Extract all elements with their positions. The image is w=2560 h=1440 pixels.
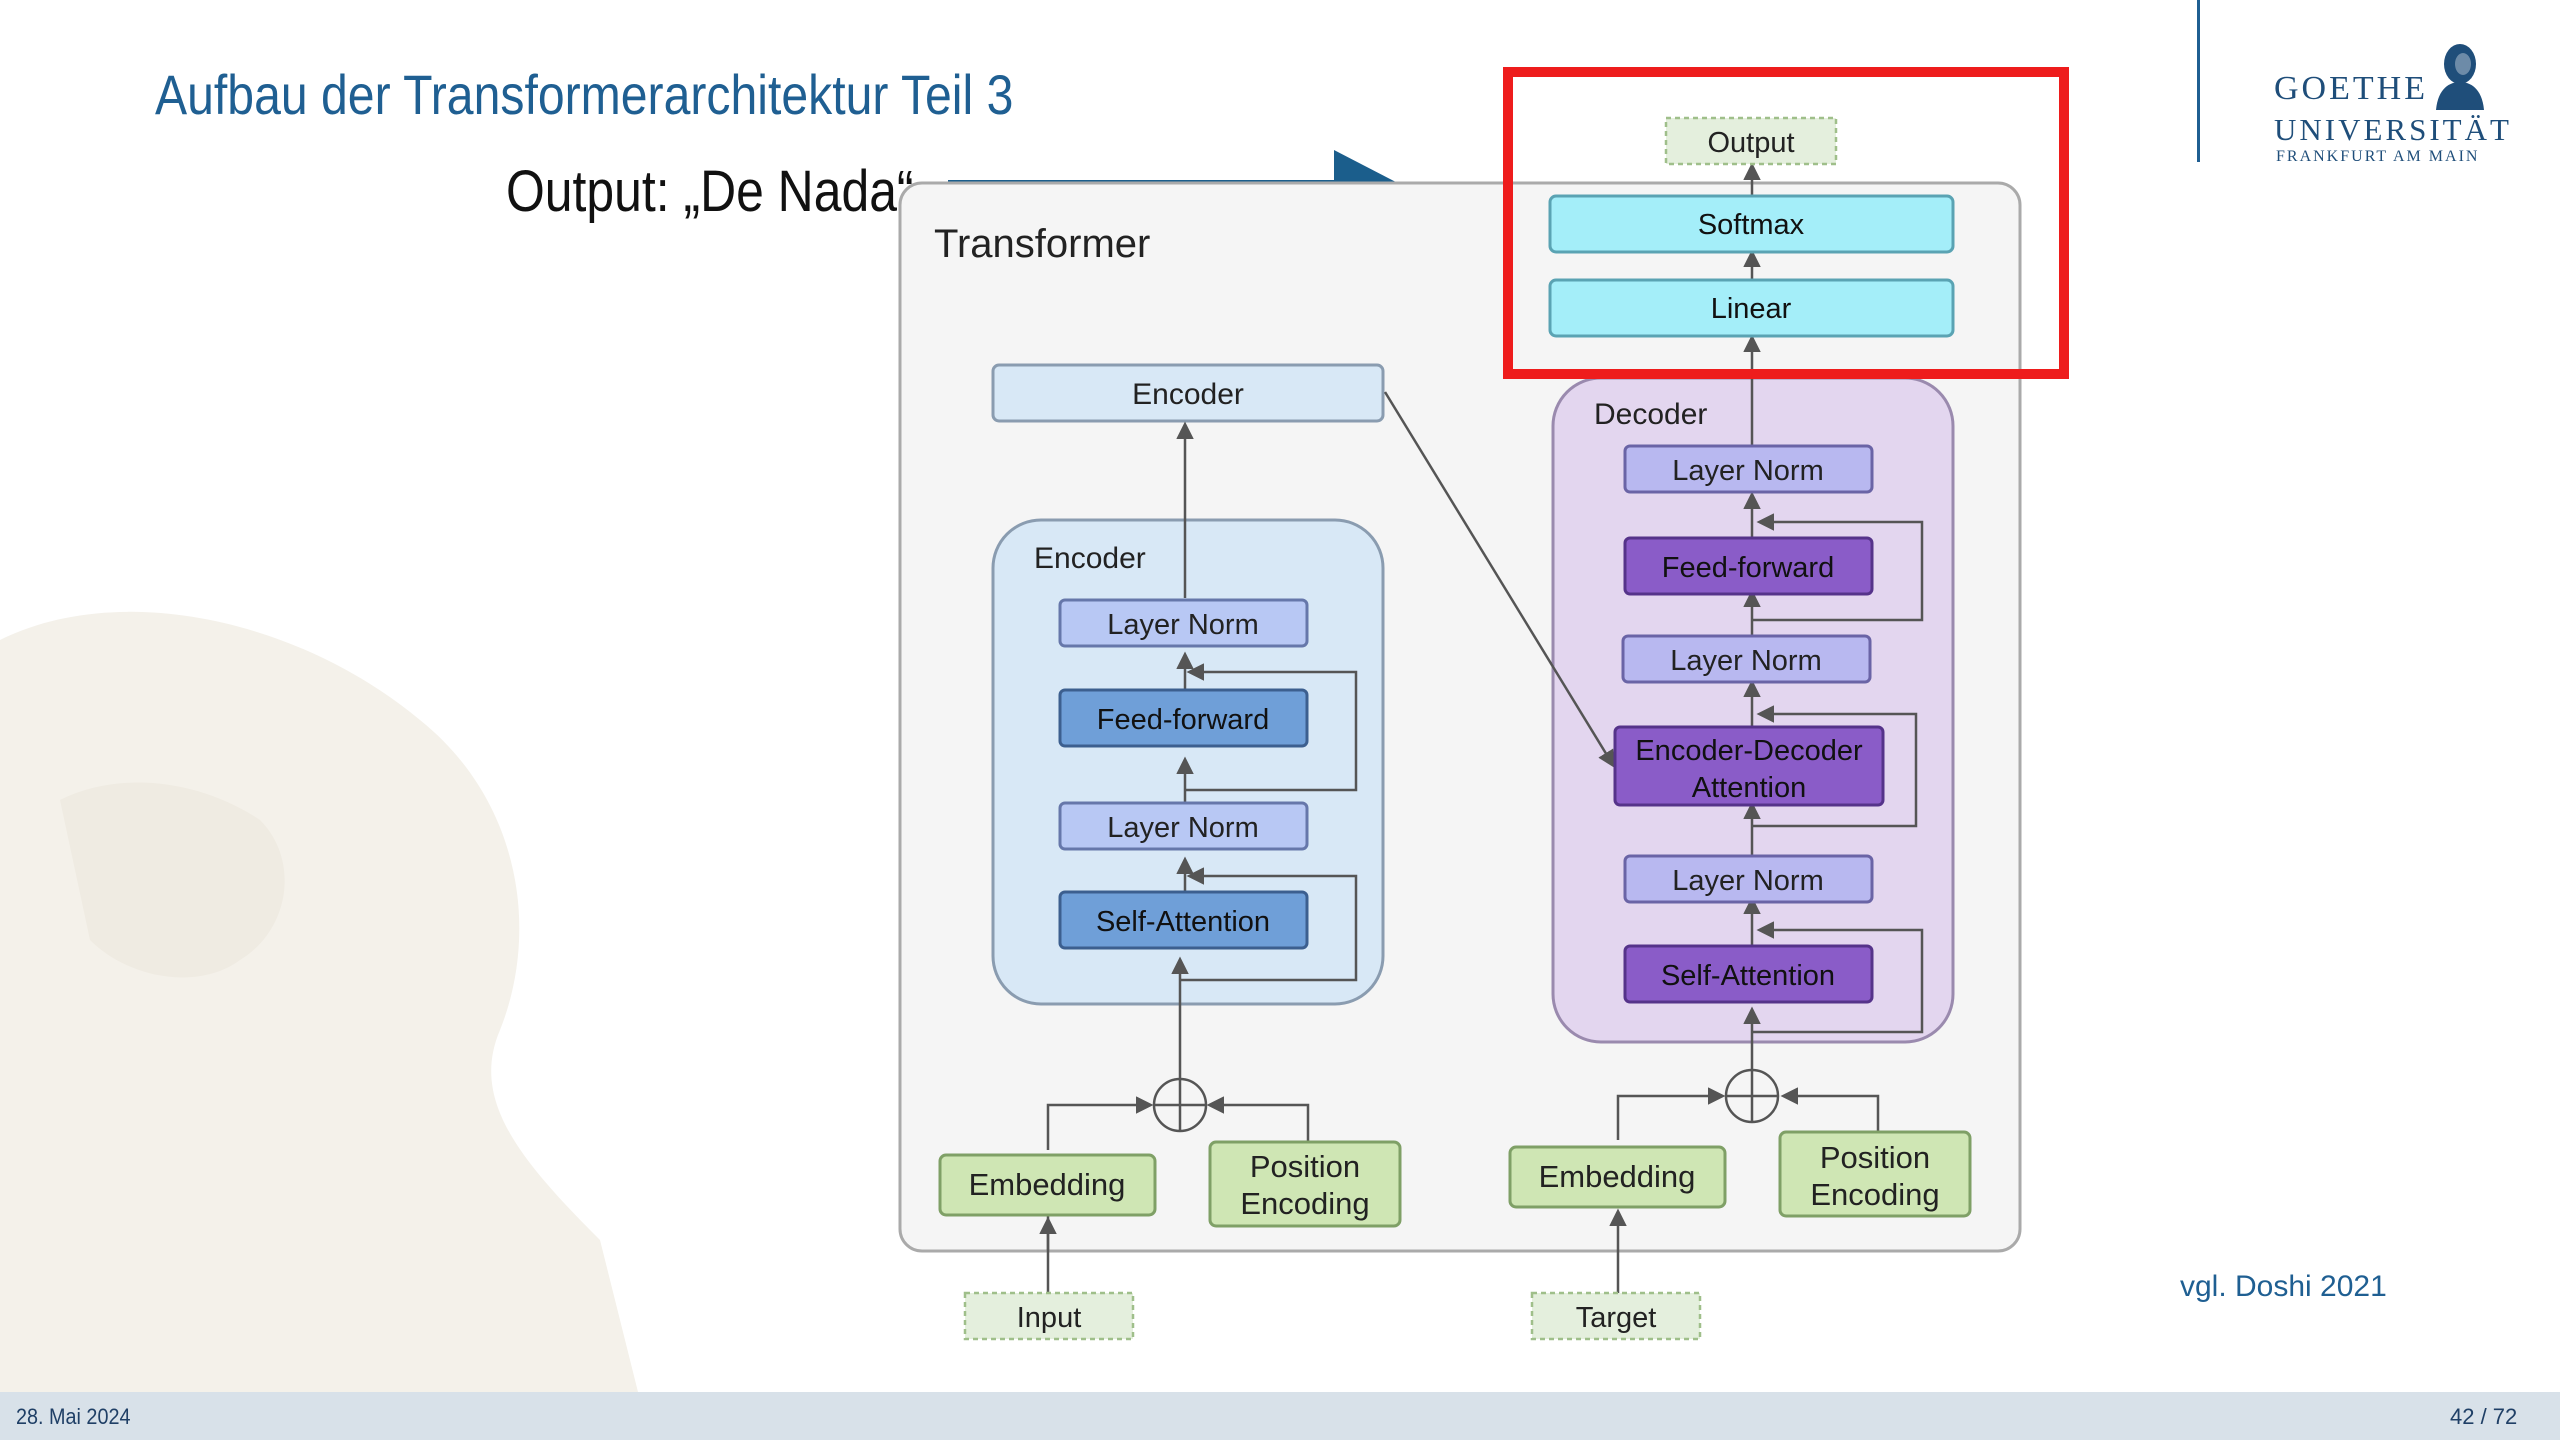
decoder-layer-norm-3: Layer Norm (1623, 854, 1874, 904)
svg-text:Position: Position (1250, 1149, 1360, 1184)
svg-text:Output: Output (1707, 127, 1794, 159)
svg-text:Self-Attention: Self-Attention (1096, 906, 1270, 938)
target-box: Target (1530, 1291, 1702, 1341)
background-portrait-watermark (0, 611, 640, 1400)
encoder-position-encoding-box: Position Encoding (1208, 1140, 1402, 1228)
svg-text:Self-Attention: Self-Attention (1661, 960, 1835, 992)
svg-text:Embedding: Embedding (1539, 1159, 1696, 1194)
svg-text:Layer Norm: Layer Norm (1672, 865, 1824, 897)
svg-text:Input: Input (1017, 1302, 1082, 1334)
header-divider (2197, 0, 2200, 162)
decoder-add-icon (1724, 1068, 1780, 1124)
svg-text:Feed-forward: Feed-forward (1662, 552, 1834, 584)
svg-text:Layer Norm: Layer Norm (1107, 812, 1259, 844)
decoder-layer-norm-1: Layer Norm (1623, 444, 1874, 494)
svg-text:Layer Norm: Layer Norm (1107, 609, 1259, 641)
svg-text:Linear: Linear (1711, 293, 1792, 325)
decoder-layer-norm-2: Layer Norm (1621, 634, 1872, 684)
svg-text:Feed-forward: Feed-forward (1097, 704, 1269, 736)
svg-text:Attention: Attention (1692, 772, 1806, 804)
input-box: Input (963, 1291, 1135, 1341)
logo-line-3: FRANKFURT AM MAIN (2276, 148, 2480, 165)
logo-line-1: GOETHE (2274, 70, 2428, 107)
svg-text:Layer Norm: Layer Norm (1672, 455, 1824, 487)
university-logo: GOETHE UNIVERSITÄT FRANKFURT AM MAIN (2268, 40, 2509, 170)
decoder-position-encoding-box: Position Encoding (1778, 1130, 1972, 1218)
source-reference: vgl. Doshi 2021 (2180, 1270, 2387, 1303)
logo-line-2: UNIVERSITÄT (2274, 112, 2512, 147)
transformer-label: Transformer (934, 222, 1150, 266)
slide-title: Aufbau der Transformerarchitektur Teil 3 (155, 63, 1014, 126)
decoder-feed-forward: Feed-forward (1623, 536, 1874, 596)
linear-box: Linear (1548, 278, 1955, 338)
encoder-feed-forward: Feed-forward (1058, 688, 1309, 748)
svg-text:Layer Norm: Layer Norm (1670, 645, 1822, 677)
svg-text:Encoder-Decoder: Encoder-Decoder (1635, 735, 1863, 767)
encoder-add-icon (1152, 1077, 1208, 1133)
decoder-encoder-decoder-attention: Encoder-Decoder Attention (1613, 725, 1885, 807)
svg-text:Embedding: Embedding (969, 1167, 1126, 1202)
svg-text:Encoding: Encoding (1240, 1186, 1369, 1221)
encoder-layer-norm-top: Layer Norm (1058, 598, 1309, 648)
footer-date: 28. Mai 2024 (16, 1404, 131, 1429)
svg-text:Position: Position (1820, 1140, 1930, 1175)
encoder-self-attention: Self-Attention (1058, 890, 1309, 950)
output-box: Output (1664, 116, 1838, 166)
encoder-embedding-box: Embedding (938, 1153, 1157, 1217)
highlight-frame (1503, 67, 2069, 379)
output-caption: Output: „De Nada“ (506, 159, 914, 224)
decoder-block-label: Decoder (1594, 398, 1707, 431)
encoder-layer-norm-bottom: Layer Norm (1058, 801, 1309, 851)
decoder-embedding-box: Embedding (1508, 1145, 1727, 1209)
goethe-portrait-icon (2436, 44, 2484, 110)
svg-text:Softmax: Softmax (1698, 209, 1805, 241)
encoder-block-label: Encoder (1034, 542, 1146, 575)
softmax-box: Softmax (1548, 194, 1955, 254)
svg-text:Encoding: Encoding (1810, 1177, 1939, 1212)
footer-bar (0, 1392, 2560, 1440)
transformer-diagram: Transformer Encoder Decoder Encoder (898, 67, 2069, 1341)
encoder-stack-label: Encoder (1132, 378, 1244, 411)
page-number: 42 / 72 (2450, 1404, 2518, 1429)
svg-text:Target: Target (1576, 1302, 1657, 1334)
decoder-self-attention: Self-Attention (1623, 944, 1874, 1004)
encoder-stack-box (991, 363, 1385, 423)
